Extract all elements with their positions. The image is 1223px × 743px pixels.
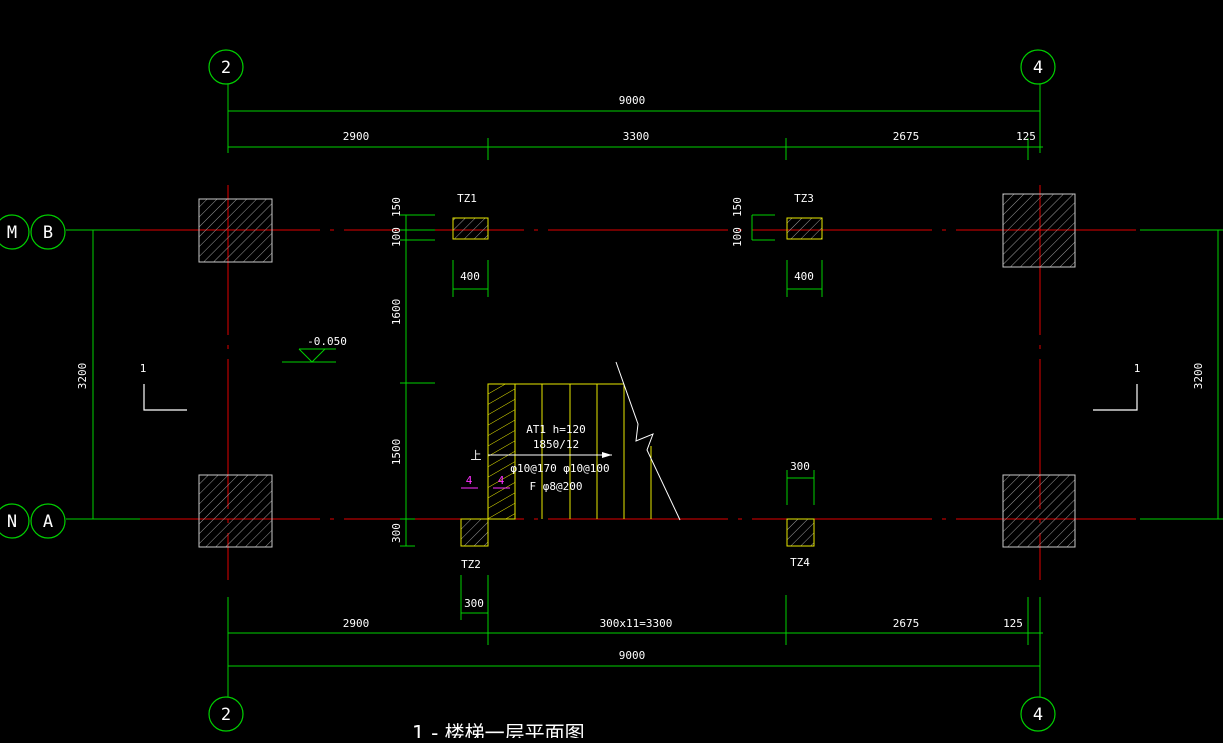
axis-label: 2 — [221, 58, 231, 78]
dim-top-seg2: 3300 — [623, 130, 650, 143]
axis-bubble-row-a[interactable]: A — [30, 503, 66, 539]
dim-tz1-width: 400 — [460, 270, 480, 283]
section-mark-right: 4 — [493, 474, 510, 489]
axis-label: 4 — [1033, 705, 1043, 725]
column-tz1[interactable]: TZ1 — [452, 192, 489, 240]
axis-bubble-top-right[interactable]: 4 — [1020, 49, 1056, 85]
dim-top-seg1: 2900 — [343, 130, 370, 143]
elevation-value: -0.050 — [307, 335, 347, 348]
column-label: TZ3 — [794, 192, 814, 205]
dim-inner-1500: 1500 — [390, 439, 403, 466]
dim-top-seg4: 125 — [1016, 130, 1036, 143]
stair-flight[interactable]: 上 — [471, 361, 681, 521]
dim-inner-150-right: 150 — [731, 197, 744, 217]
dim-inner-150-left: 150 — [390, 197, 403, 217]
axis-bubble-row-b[interactable]: B — [30, 214, 66, 250]
main-column-bottom-left[interactable] — [198, 474, 273, 548]
stair-label-line4: F φ8@200 — [530, 480, 583, 493]
dim-inner-100-left: 100 — [390, 227, 403, 247]
column-width-dims — [452, 260, 823, 620]
dim-top-seg3: 2675 — [893, 130, 920, 143]
elevation-mark: -0.050 — [282, 335, 347, 363]
stair-up-mark: 上 — [471, 449, 482, 462]
section-cut-left: 1 — [140, 362, 187, 411]
dim-bottom-seg3: 2675 — [893, 617, 920, 630]
dim-inner-300-left: 300 — [390, 523, 403, 543]
stair-label-line1: AT1 h=120 — [526, 423, 586, 436]
main-column-bottom-right[interactable] — [1002, 474, 1076, 548]
axis-label: A — [43, 512, 53, 532]
axis-label: N — [7, 512, 17, 532]
dim-tz4-width: 300 — [790, 460, 810, 473]
inner-vertical-dimension — [400, 214, 775, 547]
axis-bubble-bottom-left[interactable]: 2 — [208, 696, 244, 732]
axis-label: 4 — [1033, 58, 1043, 78]
dim-bottom-total: 9000 — [619, 649, 646, 662]
dim-inner-1600: 1600 — [390, 299, 403, 326]
column-tz2[interactable]: TZ2 — [460, 518, 489, 571]
dim-bottom-seg1: 2900 — [343, 617, 370, 630]
axis-bubble-top-left[interactable]: 2 — [208, 49, 244, 85]
dim-bottom-seg2: 300x11=3300 — [600, 617, 673, 630]
axis-bubble-bottom-right[interactable]: 4 — [1020, 696, 1056, 732]
axis-label: M — [7, 223, 17, 243]
dim-tz2-width: 300 — [464, 597, 484, 610]
dim-right-vertical: 3200 — [1192, 363, 1205, 390]
column-tz3[interactable]: TZ3 — [786, 192, 823, 240]
axis-bubble-row-n[interactable]: N — [0, 503, 30, 539]
dim-left-vertical: 3200 — [76, 363, 89, 390]
main-column-top-left[interactable] — [198, 198, 273, 263]
section-cut-right: 1 — [1093, 362, 1141, 411]
section-mark-left: 4 — [461, 474, 478, 489]
column-label: TZ2 — [461, 558, 481, 571]
svg-text:1: 1 — [1134, 362, 1141, 375]
bottom-dimension-chain — [227, 595, 1043, 672]
dim-inner-100-right: 100 — [731, 227, 744, 247]
dim-bottom-seg4: 125 — [1003, 617, 1023, 630]
axis-label: 2 — [221, 705, 231, 725]
top-dimension-chain — [227, 105, 1043, 160]
svg-text:4: 4 — [498, 474, 505, 487]
main-column-top-right[interactable] — [1002, 193, 1076, 268]
stair-label-line2: 1850/12 — [533, 438, 579, 451]
axis-bubble-row-m[interactable]: M — [0, 214, 30, 250]
svg-text:1: 1 — [140, 362, 147, 375]
column-tz4[interactable]: TZ4 — [786, 518, 815, 569]
column-label: TZ4 — [790, 556, 810, 569]
dim-tz3-width: 400 — [794, 270, 814, 283]
axis-label: B — [43, 223, 53, 243]
side-dimension-lines — [87, 229, 1223, 520]
axis-lines — [66, 84, 1223, 697]
drawing-caption: 1 - 楼梯一层平面图 — [412, 721, 585, 738]
stair-label-line3: φ10@170 φ10@100 — [510, 462, 609, 475]
dim-top-total: 9000 — [619, 94, 646, 107]
column-label: TZ1 — [457, 192, 477, 205]
svg-text:4: 4 — [466, 474, 473, 487]
